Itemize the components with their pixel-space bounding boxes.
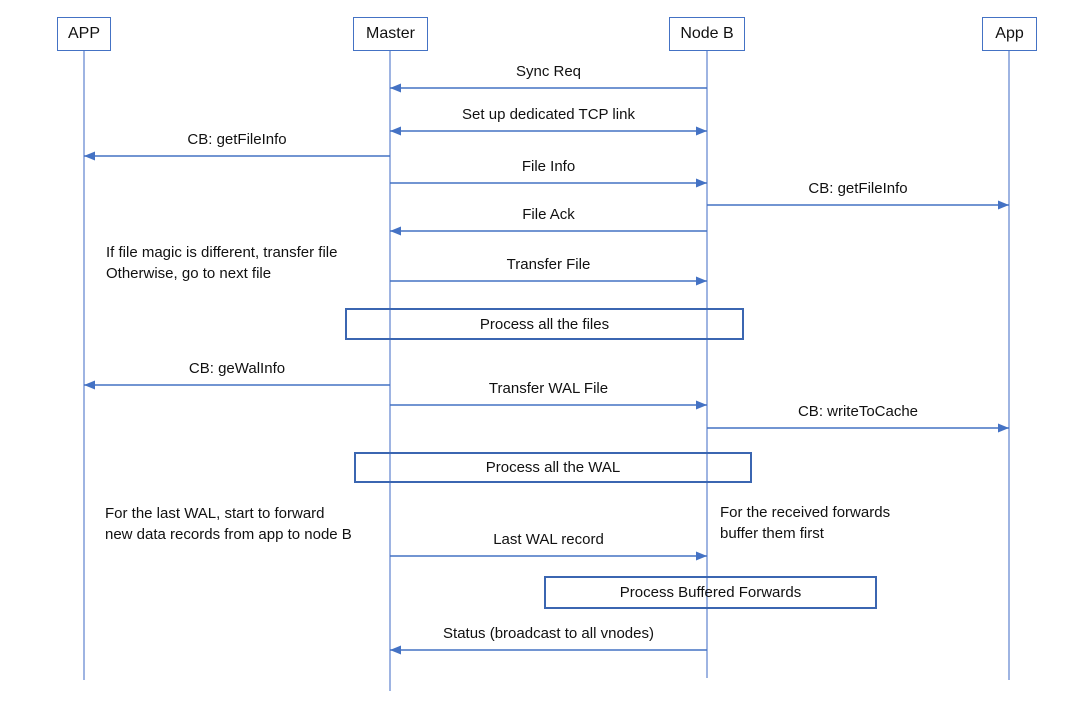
actor-box-app-right: App <box>982 17 1037 51</box>
message-label: Status (broadcast to all vnodes) <box>443 625 654 642</box>
actor-box-node-b: Node B <box>669 17 745 51</box>
actor-box-master: Master <box>353 17 428 51</box>
note-text: buffer them first <box>720 525 824 542</box>
note-text: If file magic is different, transfer fil… <box>106 244 338 261</box>
message-label: CB: geWalInfo <box>188 360 286 377</box>
arrowhead-icon <box>998 200 1009 210</box>
note-text: For the received forwards <box>720 504 891 521</box>
message-label: CB: writeToCache <box>797 403 919 420</box>
arrowhead-icon <box>696 126 707 136</box>
message-label: Last WAL record <box>493 531 604 548</box>
message-label: Set up dedicated TCP link <box>462 106 635 123</box>
note-text: new data records from app to node B <box>105 526 352 543</box>
process-box: Process all the files <box>345 308 744 340</box>
actor-box-app-left: APP <box>57 17 111 51</box>
note-text: Otherwise, go to next file <box>106 265 272 282</box>
arrowhead-icon <box>696 551 707 561</box>
message-label: Sync Req <box>515 63 582 80</box>
message-label: CB: getFileInfo <box>808 180 908 197</box>
arrowhead-icon <box>390 226 401 236</box>
arrowhead-icon <box>84 380 95 390</box>
arrowhead-icon <box>390 83 401 93</box>
arrowhead-icon <box>998 423 1009 433</box>
message-label: File Info <box>521 158 576 175</box>
arrowhead-icon <box>390 645 401 655</box>
process-box: Process all the WAL <box>354 452 752 483</box>
message-label: Transfer File <box>506 256 591 273</box>
message-label: CB: getFileInfo <box>187 131 287 148</box>
arrowhead-icon <box>696 178 707 188</box>
arrowhead-icon <box>696 400 707 410</box>
arrowhead-icon <box>390 126 401 136</box>
arrowhead-icon <box>696 276 707 286</box>
note-text: For the last WAL, start to forward <box>105 505 325 522</box>
message-label: File Ack <box>522 206 575 223</box>
message-label: Transfer WAL File <box>488 380 609 397</box>
arrowhead-icon <box>84 151 95 161</box>
process-box: Process Buffered Forwards <box>544 576 877 609</box>
